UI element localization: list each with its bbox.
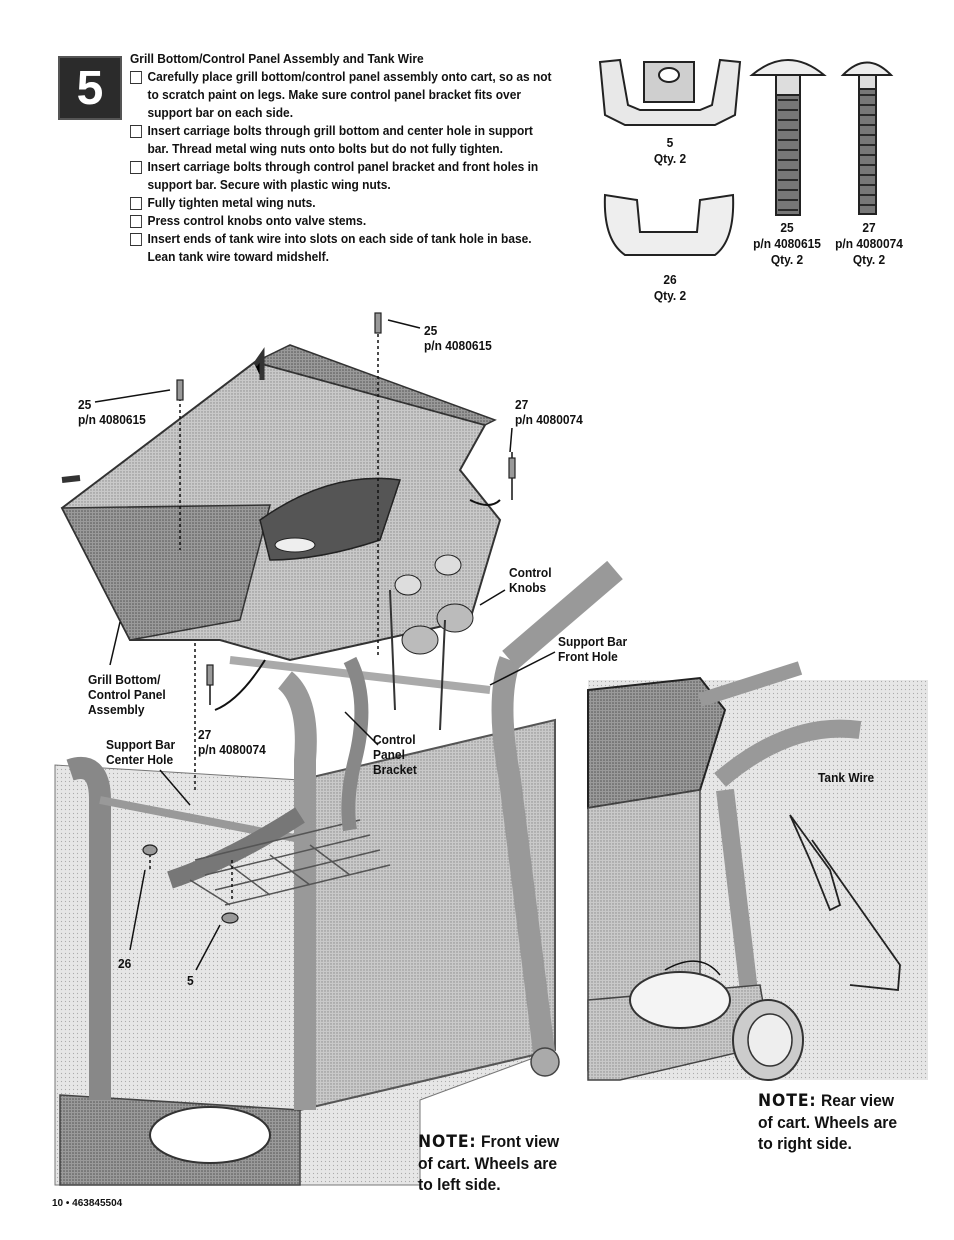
- label-bolt25-left: 25 p/n 4080615: [78, 397, 146, 427]
- instruction-item: Fully tighten metal wing nuts.: [130, 194, 553, 212]
- label-control-panel-bracket: Control Panel Bracket: [373, 732, 417, 777]
- part-25-label: 25 p/n 4080615 Qty. 2: [753, 220, 821, 267]
- checkbox[interactable]: [130, 161, 142, 174]
- cart-front-view: [54, 560, 623, 1186]
- part-27-label: 27 p/n 4080074 Qty. 2: [835, 220, 903, 267]
- instructions-block: Grill Bottom/Control Panel Assembly and …: [130, 50, 553, 266]
- plastic-wing-nut-icon: [603, 193, 735, 256]
- step-number-badge: 5: [58, 56, 122, 120]
- note-rear-view: NOTE: Rear view of cart. Wheels are to r…: [758, 1091, 898, 1153]
- carriage-bolt-25-icon: [749, 59, 827, 216]
- instruction-item: Press control knobs onto valve stems.: [130, 212, 553, 230]
- parts-illustrations: [598, 58, 894, 256]
- label-bolt27-left: 27 p/n 4080074: [198, 727, 266, 757]
- checkbox[interactable]: [130, 197, 142, 210]
- label-support-bar-front-hole: Support Bar Front Hole: [558, 634, 628, 664]
- rear-view-inset: [587, 661, 928, 1081]
- part-5-label: 5 Qty. 2: [653, 135, 687, 166]
- note-front-view: NOTE: Front view of cart. Wheels are to …: [418, 1132, 560, 1194]
- step-number: 5: [76, 61, 104, 115]
- wing-nut-icon: [598, 58, 742, 126]
- label-part-26: 26: [118, 956, 132, 971]
- label-bolt27-right: 27 p/n 4080074: [515, 397, 583, 427]
- instruction-item: Insert carriage bolts through grill bott…: [130, 122, 553, 158]
- instruction-item: Insert carriage bolts through control pa…: [130, 158, 553, 194]
- page-footer: 10 • 463845504: [52, 1198, 123, 1209]
- grill-bottom-assembly: [60, 344, 502, 832]
- bolt-icons: [142, 312, 516, 924]
- instruction-item: Insert ends of tank wire into slots on e…: [130, 230, 553, 266]
- checkbox[interactable]: [130, 71, 142, 84]
- instructions-title: Grill Bottom/Control Panel Assembly and …: [130, 51, 424, 66]
- checkbox[interactable]: [130, 215, 142, 228]
- label-tank-wire: Tank Wire: [818, 770, 875, 785]
- label-support-bar-center-hole: Support Bar Center Hole: [106, 737, 176, 767]
- label-bolt25-top: 25 p/n 4080615: [424, 323, 492, 353]
- checkbox[interactable]: [130, 125, 142, 138]
- checkbox[interactable]: [130, 233, 142, 246]
- label-part-5: 5: [187, 973, 194, 988]
- label-grill-bottom: Grill Bottom/ Control Panel Assembly: [88, 672, 166, 717]
- carriage-bolt-27-icon: [840, 61, 894, 215]
- assembly-guide-lines: [94, 316, 851, 971]
- part-26-label: 26 Qty. 2: [653, 272, 687, 303]
- label-control-knobs: Control Knobs: [509, 565, 552, 595]
- instruction-item: Carefully place grill bottom/control pan…: [130, 68, 553, 122]
